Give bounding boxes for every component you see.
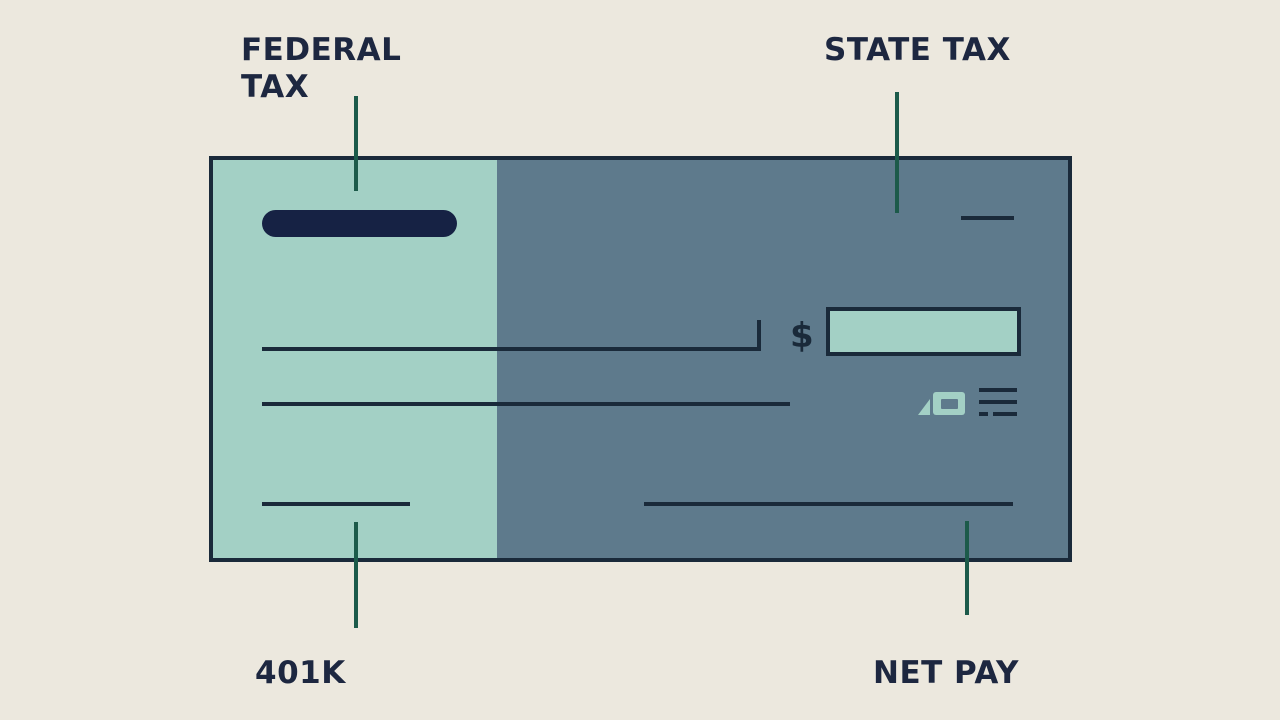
state-tax-label-text: STATE TAX [824, 32, 1011, 68]
net-pay-label-text: NET PAY [873, 655, 1019, 691]
check-outline [209, 156, 1072, 562]
dollar-sign: $ [790, 316, 814, 356]
payee-line-end [757, 320, 761, 351]
signature-line [644, 502, 1013, 506]
401k-label-text: 401K [255, 655, 346, 691]
401k-label: 401K [255, 655, 346, 692]
check-icon [918, 392, 965, 415]
corner-dash [961, 216, 1014, 220]
amount-box [826, 307, 1021, 356]
amount-words-line [262, 402, 790, 406]
federal-tax-label: FEDERAL TAX [241, 32, 401, 106]
list-icon [979, 388, 1017, 416]
paycheck: $ [209, 156, 1072, 562]
header-bar [262, 210, 457, 237]
leader-lines [354, 92, 969, 628]
net-pay-label: NET PAY [873, 655, 1019, 692]
federal-tax-label-text: FEDERAL TAX [241, 32, 402, 105]
payee-line [262, 347, 760, 351]
state-tax-label: STATE TAX [824, 32, 1011, 69]
memo-line [262, 502, 410, 506]
